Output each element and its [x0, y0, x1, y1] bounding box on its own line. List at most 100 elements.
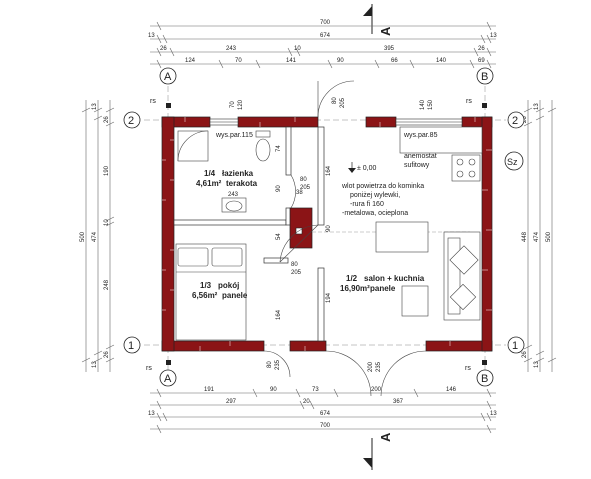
dim-top-inner-2: 243	[226, 46, 237, 52]
living-number: 1/2	[346, 274, 358, 283]
bedroom-number: 1/3	[200, 281, 212, 290]
axis-label-2-right: 2	[512, 115, 518, 127]
section-label-bottom: A	[378, 432, 393, 442]
axis-label-1-left: 1	[128, 340, 134, 352]
dim-left-inner-4: 248	[104, 279, 110, 290]
fireplace-note-4: -metalowa, ocieplona	[342, 210, 408, 217]
dim-top-inner-5: 26	[478, 46, 485, 52]
interior-dim-3: 164	[326, 165, 332, 176]
dim-left-total: 500	[80, 231, 86, 242]
level-label: ± 0,00	[357, 165, 377, 172]
coffee-table	[401, 285, 429, 317]
axis-label-A-bottom: A	[164, 373, 172, 385]
bottom-door-left-width: 80	[267, 361, 273, 368]
fireplace-note-2: poniżej wylewki,	[350, 192, 400, 199]
section-marker-bottom: A	[363, 432, 393, 470]
rs-label-bottom-left: rs	[146, 365, 152, 372]
dim-top-open-1: 124	[185, 58, 196, 64]
bathroom-name: łazienka	[222, 169, 254, 178]
dim-left-outer-1: 13	[92, 103, 98, 110]
bedroom-door-height: 205	[291, 270, 302, 276]
dim-right-inner-1: 26	[522, 116, 528, 123]
dim-right-total: 500	[546, 231, 552, 242]
dim-top-open-5: 66	[391, 58, 398, 64]
dim-bottom-outer-1: 13	[148, 411, 155, 417]
interior-dim-2: 90	[276, 185, 282, 192]
dim-right-inner-2: 448	[522, 231, 528, 242]
rs-label-top-left: rs	[150, 98, 156, 105]
stove-label: Sz	[507, 157, 518, 167]
fireplace-note-1: wlot powietrza do kominka	[341, 183, 424, 190]
bathroom-number: 1/4	[204, 169, 216, 178]
windows	[209, 118, 463, 126]
exterior-walls	[161, 116, 493, 352]
bedroom-finish: panele	[222, 291, 248, 300]
dim-right-inner-3: 26	[522, 351, 528, 358]
entrance-door-width: 80	[332, 97, 338, 104]
dim-right-outer-2: 474	[534, 231, 540, 242]
dim-bottom-inner-2: 20	[303, 399, 310, 405]
living-name: salon + kuchnia	[364, 274, 425, 283]
rs-marker-bottom-left: rs	[146, 360, 171, 372]
dimensions-right	[523, 100, 557, 372]
interior-dim-5: 54	[276, 233, 282, 240]
living-finish: panele	[370, 284, 396, 293]
tv-cabinet	[375, 221, 429, 253]
rs-marker-top-left: rs	[150, 98, 171, 108]
dim-top-open-4: 90	[337, 58, 344, 64]
dim-bottom-outer-2: 674	[320, 411, 331, 417]
rs-label-top-right: rs	[466, 98, 472, 105]
dimensions-left	[81, 100, 115, 372]
dim-bottom-open-4: 200	[371, 387, 382, 393]
window-1-height: 120	[238, 99, 244, 110]
bathroom-area: 4,61m²	[196, 179, 222, 188]
shower-tray	[177, 130, 209, 162]
axis-bubble-1-right: 1	[507, 336, 525, 354]
dim-left-inner-1: 26	[104, 116, 110, 123]
interior-dim-7: 194	[326, 292, 332, 303]
bathroom-door-width: 80	[300, 177, 307, 183]
window-2-width: 140	[420, 99, 426, 110]
dim-bottom-outer-3: 13	[490, 411, 497, 417]
kitchen-counter	[399, 126, 483, 182]
dim-top-inner-3: 10	[294, 46, 301, 52]
window-2-height: 150	[428, 99, 434, 110]
dim-bottom-inner-1: 297	[226, 399, 237, 405]
dim-top-total: 700	[320, 20, 331, 26]
dim-top-inner-1: 26	[160, 46, 167, 52]
dim-top-open-3: 141	[286, 58, 297, 64]
dim-left-outer-2: 474	[92, 231, 98, 242]
dim-right-outer-3: 13	[534, 361, 540, 368]
interior-walls	[173, 126, 325, 342]
dim-left-inner-5: 26	[104, 351, 110, 358]
dim-top-outer-3: 13	[490, 33, 497, 39]
axis-bubble-2-right: 2	[507, 111, 525, 129]
dim-bottom-open-3: 73	[312, 387, 319, 393]
interior-dim-8: 164	[276, 309, 282, 320]
dim-top-open-6: 140	[436, 58, 447, 64]
doors	[263, 80, 427, 397]
toilet	[255, 130, 271, 162]
rs-label-bottom-right: rs	[465, 365, 471, 372]
bathroom-finish: terakota	[226, 179, 258, 188]
axis-bubble-A-bottom: A	[159, 369, 177, 387]
dim-bottom-open-2: 90	[270, 387, 277, 393]
level-marker	[348, 162, 356, 173]
dim-top-open-2: 70	[235, 58, 242, 64]
axis-label-B-bottom: B	[481, 373, 488, 385]
sofa	[443, 231, 481, 321]
bottom-door-left-height: 235	[275, 359, 281, 370]
section-label-top: A	[378, 26, 393, 36]
entrance-door-height: 205	[340, 97, 346, 108]
dim-top-outer-2: 674	[320, 33, 331, 39]
interior-dim-1: 74	[276, 145, 282, 152]
section-marker-top: A	[363, 4, 393, 36]
bedroom-name: pokój	[218, 281, 239, 290]
interior-dim-6: 90	[326, 225, 332, 232]
interior-dim-9: 243	[228, 192, 239, 198]
sill-height-bathroom: wys.par.115	[215, 132, 253, 139]
dim-bottom-open-1: 191	[204, 387, 215, 393]
window-1-width: 70	[230, 101, 236, 108]
rs-marker-top-right: rs	[466, 98, 487, 108]
bedroom-door-width: 80	[291, 262, 298, 268]
